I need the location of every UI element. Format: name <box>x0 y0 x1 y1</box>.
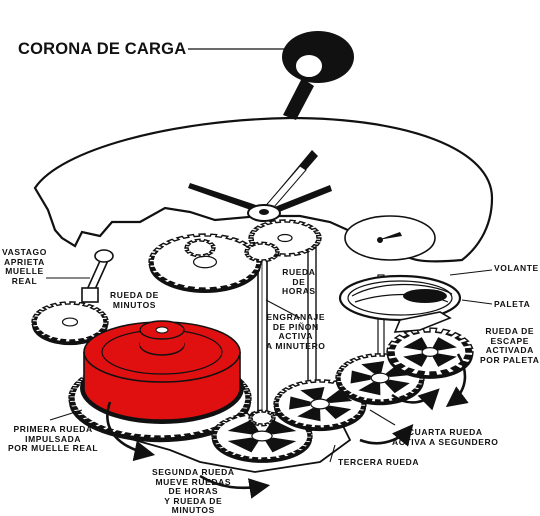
mainspring-barrel <box>80 321 244 424</box>
seconds-subdial <box>345 216 435 260</box>
escape-wheel-gear <box>387 328 473 379</box>
label-engranaje: ENGRANAJE DE PIÑON ACTIVA A MINUTERO <box>266 313 326 351</box>
clutch-stem <box>82 250 113 302</box>
label-vastago: VASTAGO APRIETA MUELLE REAL <box>2 248 47 286</box>
winding-crown <box>282 31 354 120</box>
label-rueda-escape: RUEDA DE ESCAPE ACTIVADA POR PALETA <box>480 327 540 365</box>
label-segunda-rueda: SEGUNDA RUEDA MUEVE RUEDAS DE HORAS Y RU… <box>152 468 235 516</box>
cannon-pinion-gear <box>245 242 279 261</box>
label-paleta: PALETA <box>494 300 530 310</box>
label-cuarta-rueda: CUARTA RUEDA ACTIVA A SEGUNDERO <box>392 428 499 447</box>
label-rueda-minutos: RUEDA DE MINUTOS <box>110 291 159 310</box>
label-volante: VOLANTE <box>494 264 539 274</box>
page-title: CORONA DE CARGA <box>18 40 186 59</box>
label-rueda-horas: RUEDA DE HORAS <box>282 268 316 297</box>
label-primera-rueda: PRIMERA RUEDA IMPULSADA POR MUELLE REAL <box>8 425 98 454</box>
label-tercera-rueda: TERCERA RUEDA <box>338 458 419 468</box>
